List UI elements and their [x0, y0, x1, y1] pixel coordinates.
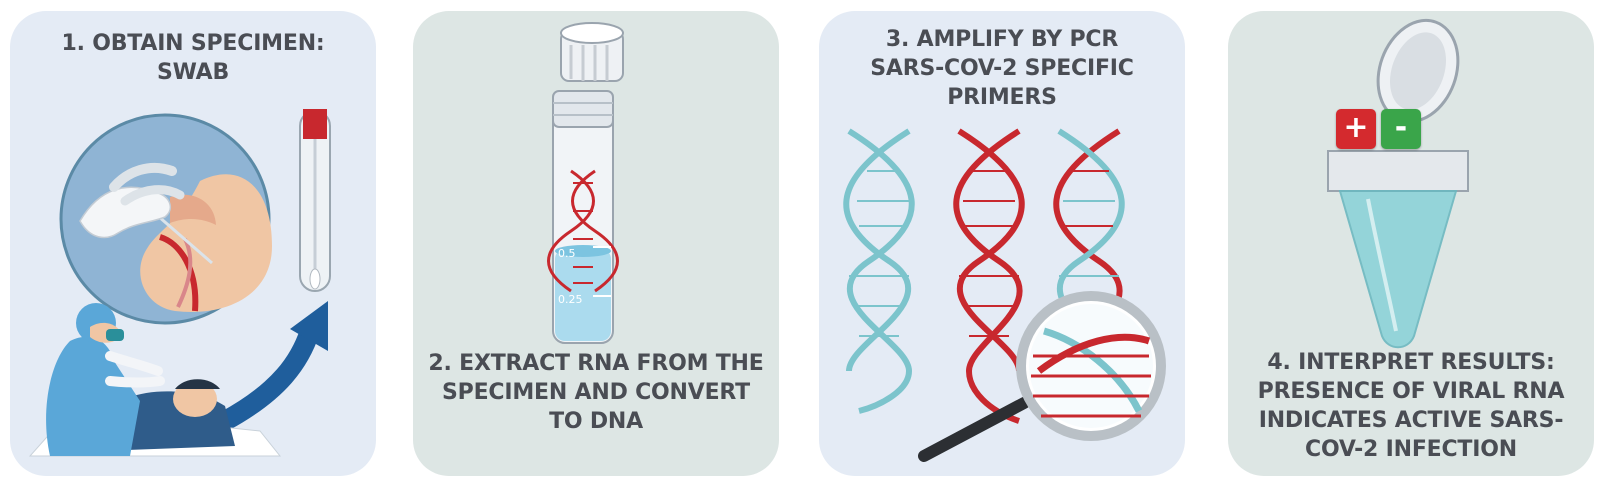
step-1-title: 1. OBTAIN SPECIMEN: SWAB: [61, 31, 325, 85]
step-3-panel: 3. AMPLIFY BY PCR SARS-COV-2 SPECIFIC PR…: [819, 11, 1185, 476]
tube-mark-half: 0.5: [558, 247, 576, 260]
magnified-nose-swab: [59, 113, 272, 325]
sample-tube-illustration: 0.5 0.25: [547, 22, 624, 344]
doctor-and-patient: [28, 303, 282, 457]
step-4-title: 4. INTERPRET RESULTS: PRESENCE OF VIRAL …: [1257, 350, 1565, 462]
dna-helix-teal: [843, 128, 915, 414]
microcentrifuge-tube: [1327, 18, 1469, 349]
step-2-title: 2. EXTRACT RNA FROM THE SPECIMEN AND CON…: [428, 351, 764, 434]
dna-helix-red: [953, 128, 1025, 424]
positive-result-icon: +: [1336, 109, 1376, 149]
step-2-panel: 0.5 0.25 2. EXTRACT RNA FROM THE SPECIME…: [413, 11, 779, 476]
swab-illustration: [28, 109, 331, 457]
swab-tube: [299, 109, 331, 292]
sample-tube: 0.5 0.25: [547, 90, 619, 344]
result-tube-illustration: [1327, 18, 1469, 349]
dna-amplification-illustration: [843, 128, 1166, 462]
step-3-title: 3. AMPLIFY BY PCR SARS-COV-2 SPECIFIC PR…: [870, 27, 1134, 110]
tube-mark-quarter: 0.25: [558, 293, 583, 306]
step-1-panel: 1. OBTAIN SPECIMEN: SWAB: [10, 11, 376, 476]
magnifying-glass: [918, 291, 1166, 462]
curved-arrow: [215, 301, 328, 431]
step-4-panel: + - 4. INTERPRET RESULTS: PRESENCE OF VI…: [1228, 11, 1594, 476]
tube-cap: [560, 22, 624, 82]
negative-result-icon: -: [1381, 109, 1421, 149]
